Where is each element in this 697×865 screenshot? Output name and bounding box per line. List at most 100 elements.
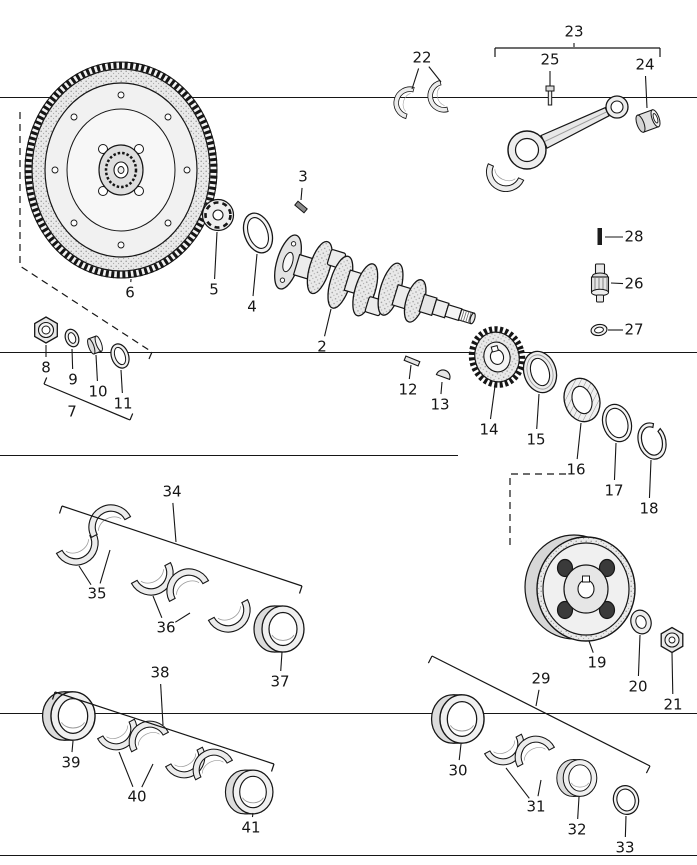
callout-16: 16 [566,460,586,479]
callout-3: 3 [298,167,308,186]
leader-line-22 [428,66,442,83]
bolt-illustration-21 [660,626,684,654]
leader-line-26 [610,282,624,285]
key-illustration-13 [435,369,451,381]
washer-illustration-9 [64,328,80,348]
connecting-rod-group [389,80,661,199]
connecting-rod-illustration [507,95,629,170]
rod-bearing-shell [389,82,415,119]
leader-line-22 [411,68,420,90]
callout-10: 10 [88,382,108,401]
callout-15: 15 [526,430,546,449]
leader-line-21 [671,652,674,695]
leader-line-14 [489,385,496,420]
leader-line-9 [71,348,74,370]
callout-22: 22 [412,48,432,67]
rod-bearing-shell [423,80,449,117]
callout-39: 39 [61,753,81,772]
spacer-illustration-15 [522,350,558,394]
callout-40: 40 [127,787,147,806]
callout-12: 12 [398,380,418,399]
leader-line-10 [95,354,98,382]
shim-illustration [242,212,274,254]
dashed-group-brackets [19,112,566,550]
key-illustration-12 [403,355,421,367]
leader-line-19 [588,640,594,653]
leader-line-36 [175,612,191,623]
callout-32: 32 [567,820,587,839]
callout-19: 19 [587,653,607,672]
leader-line-29 [535,689,540,707]
leader-line-4 [252,253,258,297]
leader-lines [45,43,674,838]
callout-13: 13 [430,395,450,414]
leader-line-11 [120,369,123,394]
leader-line-40 [141,763,154,788]
callout-41: 41 [241,818,261,837]
leader-line-39 [71,740,74,753]
callout-33: 33 [615,838,635,857]
callout-38: 38 [150,663,170,682]
callout-37: 37 [270,672,290,691]
callout-28: 28 [624,227,644,246]
callout-8: 8 [41,358,51,377]
leader-line-37 [280,651,283,672]
ring-illustration-11 [110,343,130,369]
leader-line-35 [78,565,92,586]
callout-17: 17 [604,481,624,500]
leader-line-18 [648,459,652,499]
timing-gear-illustration [468,326,526,388]
callout-26: 26 [624,274,644,293]
callout-30: 30 [448,761,468,780]
round-bearing-32 [556,759,598,797]
callout-5: 5 [209,280,219,299]
crankshaft-illustration [274,234,476,325]
lock-plate-illustration [201,198,235,232]
leader-line-31 [505,767,530,799]
callout-2: 2 [317,337,327,356]
group-brackets [43,47,661,774]
drive-pinion-illustration-26 [590,263,610,303]
callout-25: 25 [540,50,560,69]
shim-illustration-17 [601,403,633,443]
retaining-ring-illustration-18 [637,422,667,460]
leader-line-32 [577,796,580,820]
leader-line-13 [440,381,443,395]
pulley-illustration [524,534,636,642]
leader-line-40 [118,751,134,787]
callout-24: 24 [635,55,655,74]
round-bearing-30 [430,694,485,744]
callout-27: 27 [624,320,644,339]
thrust-ring-33 [612,785,640,815]
gland-nut-illustration [34,316,58,344]
rod-cap [479,163,525,199]
pin-illustration-28 [597,228,602,245]
leader-line-3 [300,187,303,201]
round-bearing-41 [224,769,274,815]
callout-4: 4 [247,297,257,316]
leader-line-35 [99,549,111,584]
callout-6: 6 [125,283,135,302]
bushing-illustration-24 [635,109,661,133]
leader-line-31 [537,779,542,797]
callout-31: 31 [526,797,546,816]
main-bearing-set-29 [430,694,640,815]
leader-line-24 [644,75,648,109]
bushing-illustration-10 [87,335,103,355]
leader-line-16 [576,422,582,460]
callout-20: 20 [628,677,648,696]
callout-7: 7 [67,402,77,421]
callout-14: 14 [479,420,499,439]
leader-line-36 [152,595,163,619]
leader-line-38 [160,683,164,726]
callout-35: 35 [87,584,107,603]
callout-36: 36 [156,618,176,637]
leader-line-12 [408,364,412,380]
washer-illustration-27 [590,323,608,337]
flywheel-illustration [24,61,218,279]
leader-line-30 [458,743,462,761]
round-bearing-37 [253,605,305,653]
leader-line-34 [172,502,177,543]
